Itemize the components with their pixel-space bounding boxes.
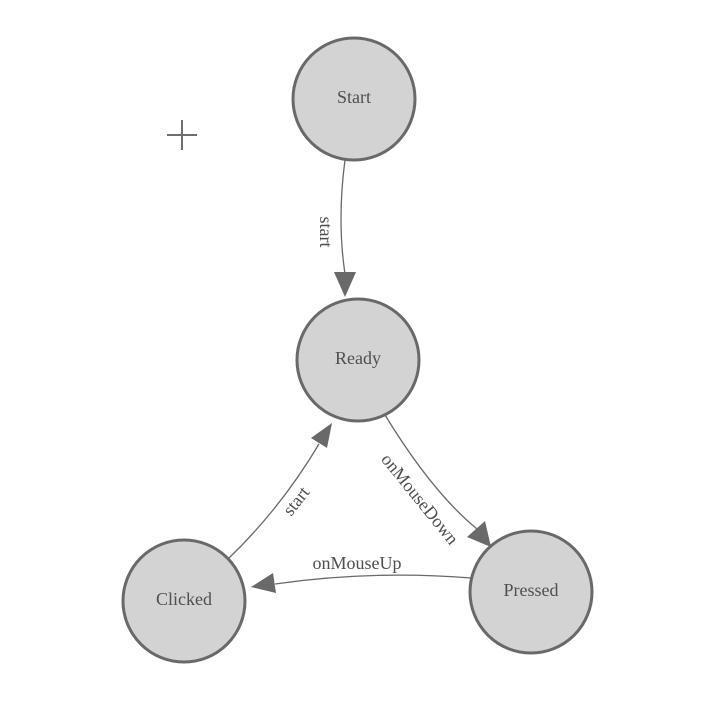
node-pressed-label: Pressed: [504, 580, 559, 600]
edge-ready-to-pressed-line: [384, 414, 478, 530]
node-ready-label: Ready: [335, 348, 381, 368]
edge-clicked-to-ready[interactable]: start: [227, 423, 332, 560]
edge-start-to-ready-line: [340, 159, 346, 275]
edge-pressed-to-clicked-line: [274, 574, 472, 585]
edge-start-to-ready[interactable]: start: [316, 159, 356, 297]
edge-label-onmousedown: onMouseDown: [377, 450, 462, 549]
arrowhead-icon: [311, 423, 332, 448]
edge-pressed-to-clicked[interactable]: onMouseUp: [251, 553, 472, 593]
node-ready[interactable]: Ready: [295, 297, 421, 423]
node-pressed[interactable]: Pressed: [468, 529, 594, 655]
node-start-label: Start: [337, 87, 371, 107]
arrowhead-icon: [251, 573, 276, 593]
arrowhead-icon: [467, 521, 491, 547]
edge-ready-to-pressed[interactable]: onMouseDown: [377, 414, 491, 549]
node-clicked[interactable]: Clicked: [121, 538, 247, 664]
edge-label-start-2: start: [279, 483, 314, 520]
edge-label-start-1: start: [316, 217, 336, 248]
node-ready-circle: [295, 297, 421, 423]
edge-label-onmouseup: onMouseUp: [313, 553, 402, 573]
node-start-circle: [291, 36, 417, 162]
arrowhead-icon: [334, 272, 356, 297]
plus-icon[interactable]: [167, 120, 197, 150]
node-clicked-label: Clicked: [156, 589, 212, 609]
node-clicked-circle: [121, 538, 247, 664]
edge-clicked-to-ready-line: [227, 443, 320, 560]
node-start[interactable]: Start: [291, 36, 417, 162]
node-pressed-circle: [468, 529, 594, 655]
